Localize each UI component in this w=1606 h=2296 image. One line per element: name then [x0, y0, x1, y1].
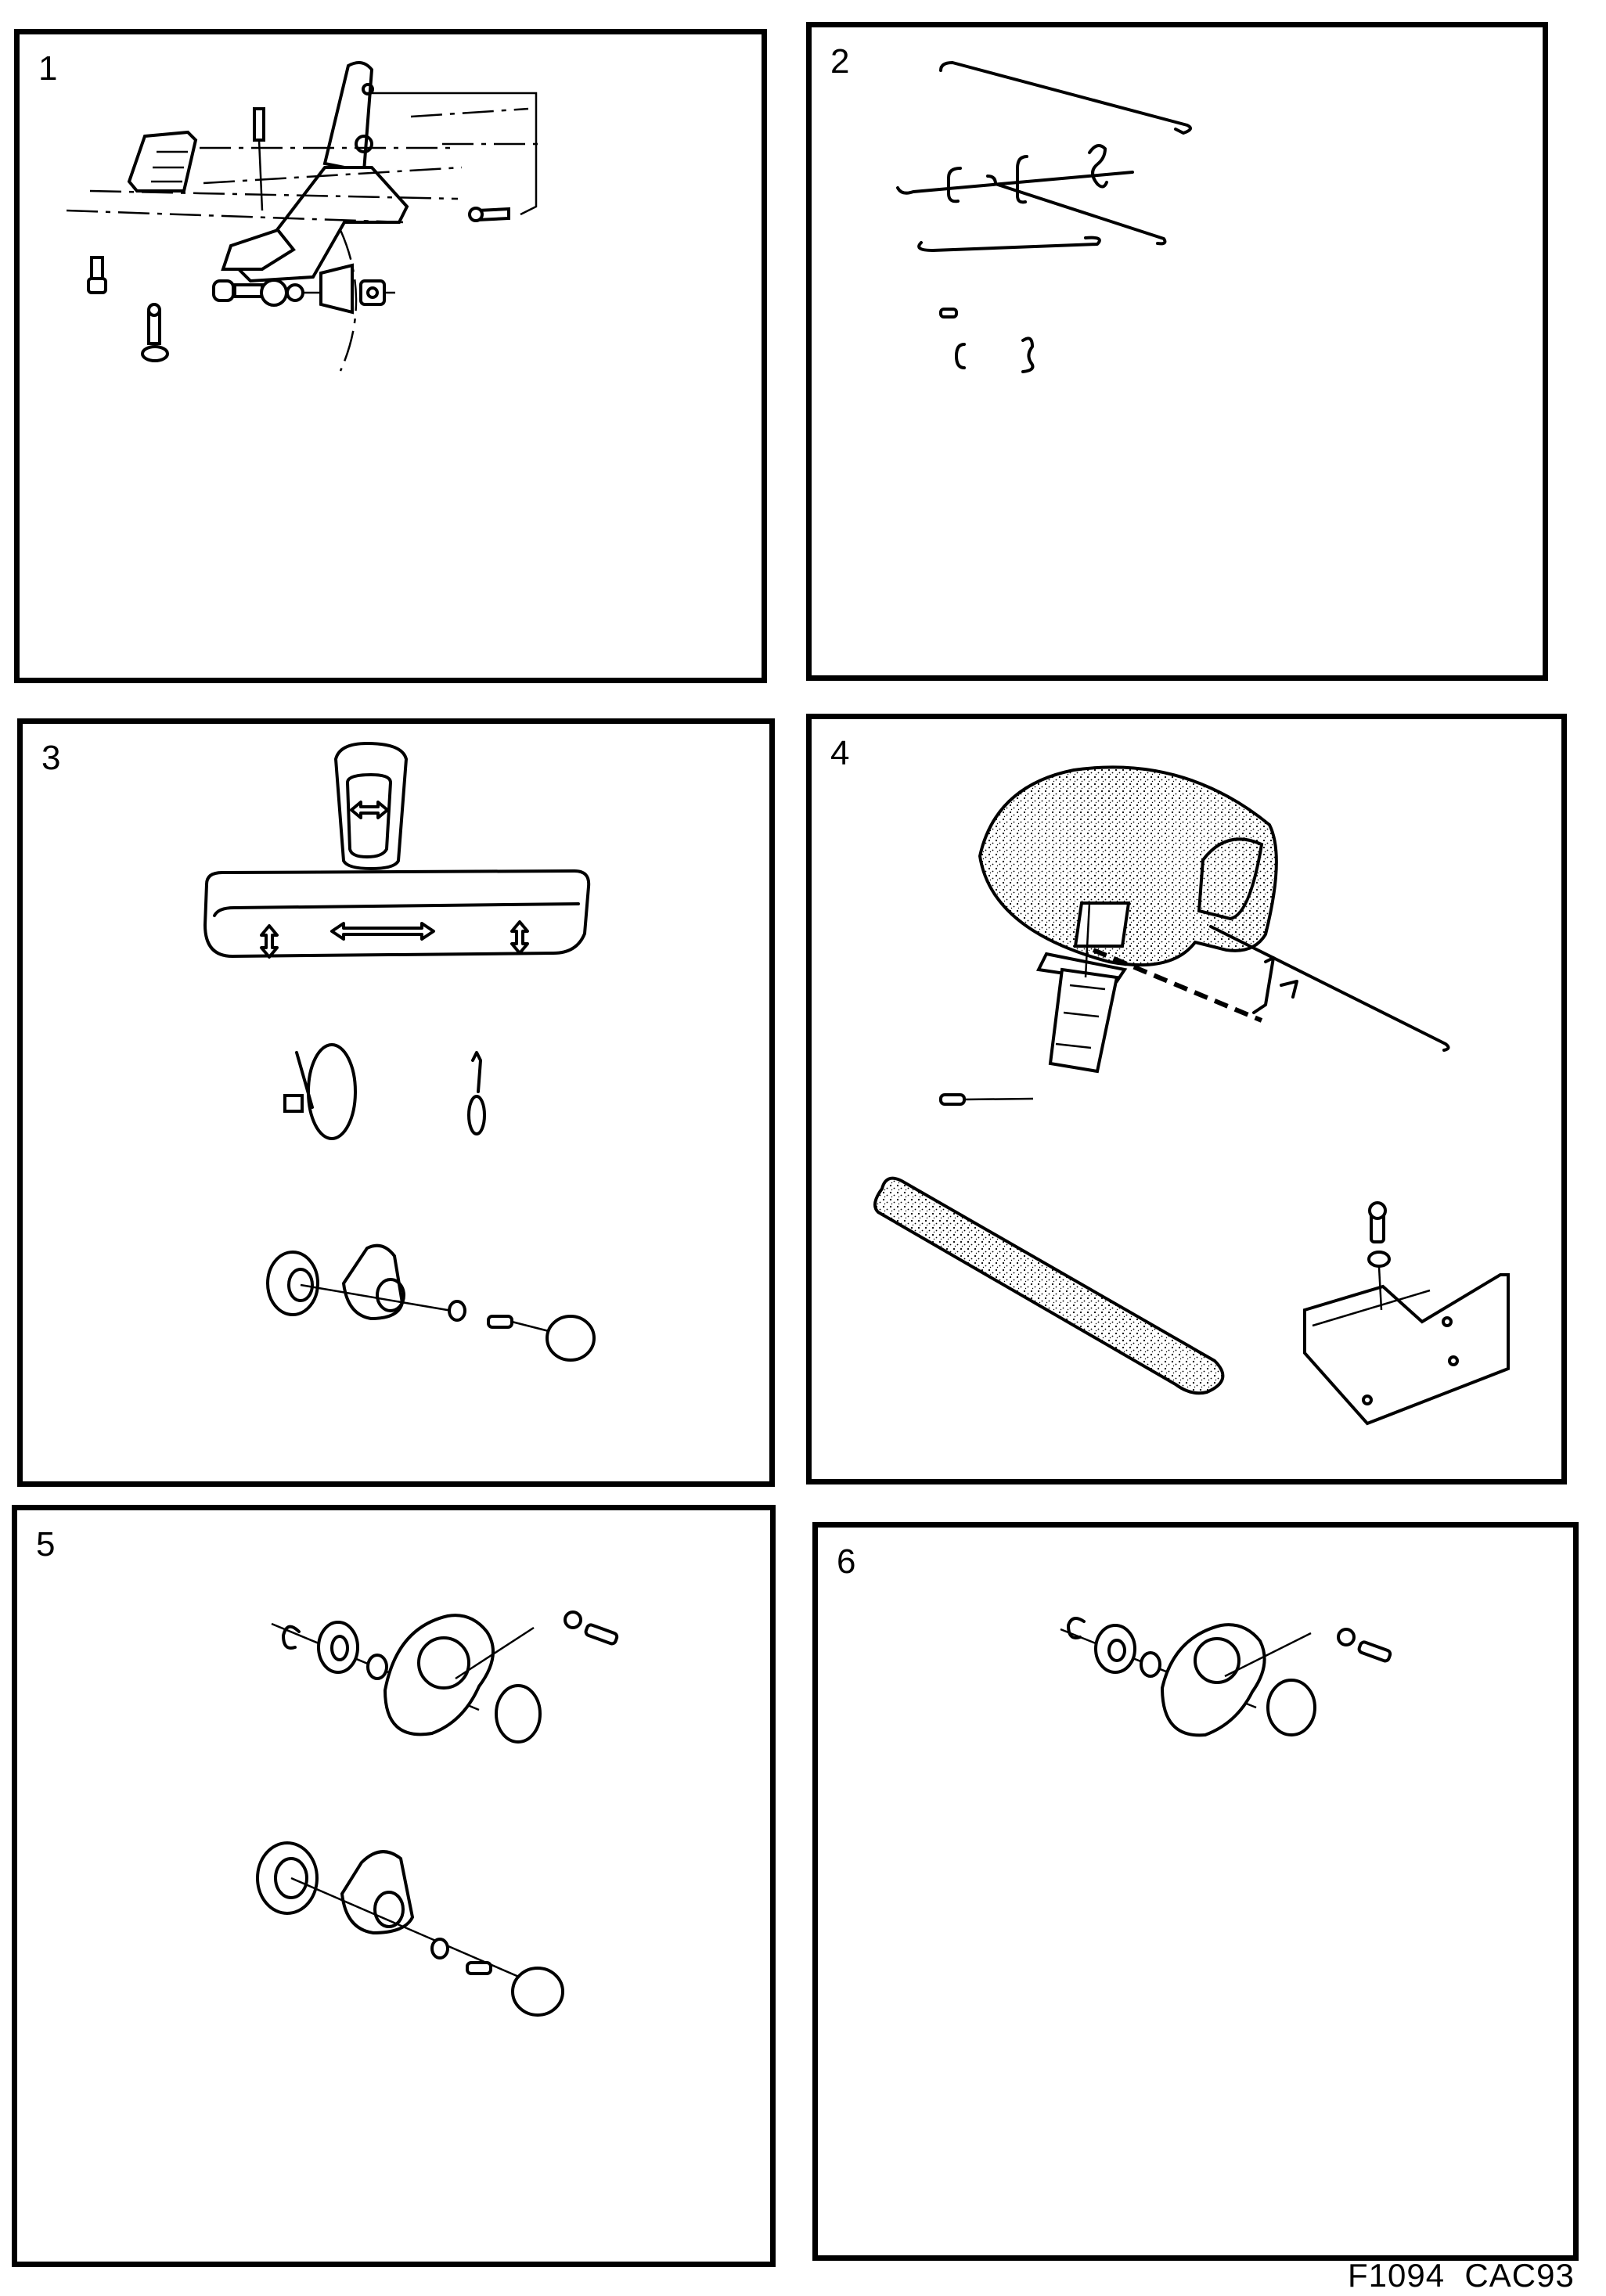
panel-5: 5 [12, 1505, 776, 2267]
figure-code-caption: F1094 CAC93 [1348, 2257, 1575, 2294]
springs-and-hooks-diagram [896, 61, 1192, 373]
knob-assembly-diagram [256, 1610, 619, 2017]
panel-1: 1 [14, 29, 767, 683]
panel-number: 4 [830, 734, 850, 772]
panel-number: 2 [830, 42, 850, 81]
hinge-bracket-diagram [66, 61, 544, 372]
panel-3: 3 [17, 718, 775, 1487]
panel-2: 2 [806, 22, 1548, 681]
headrest-diagram [873, 765, 1510, 1426]
panel-number: 6 [837, 1542, 856, 1581]
panel-number: 5 [36, 1525, 56, 1564]
knob-assembly-diagram [1060, 1617, 1392, 1737]
panel-number: 3 [41, 739, 61, 777]
panel-4: 4 [806, 714, 1567, 1484]
panel-6: 6 [812, 1522, 1579, 2261]
panel-number: 1 [38, 49, 58, 88]
switch-and-knob-diagram [203, 741, 596, 1362]
